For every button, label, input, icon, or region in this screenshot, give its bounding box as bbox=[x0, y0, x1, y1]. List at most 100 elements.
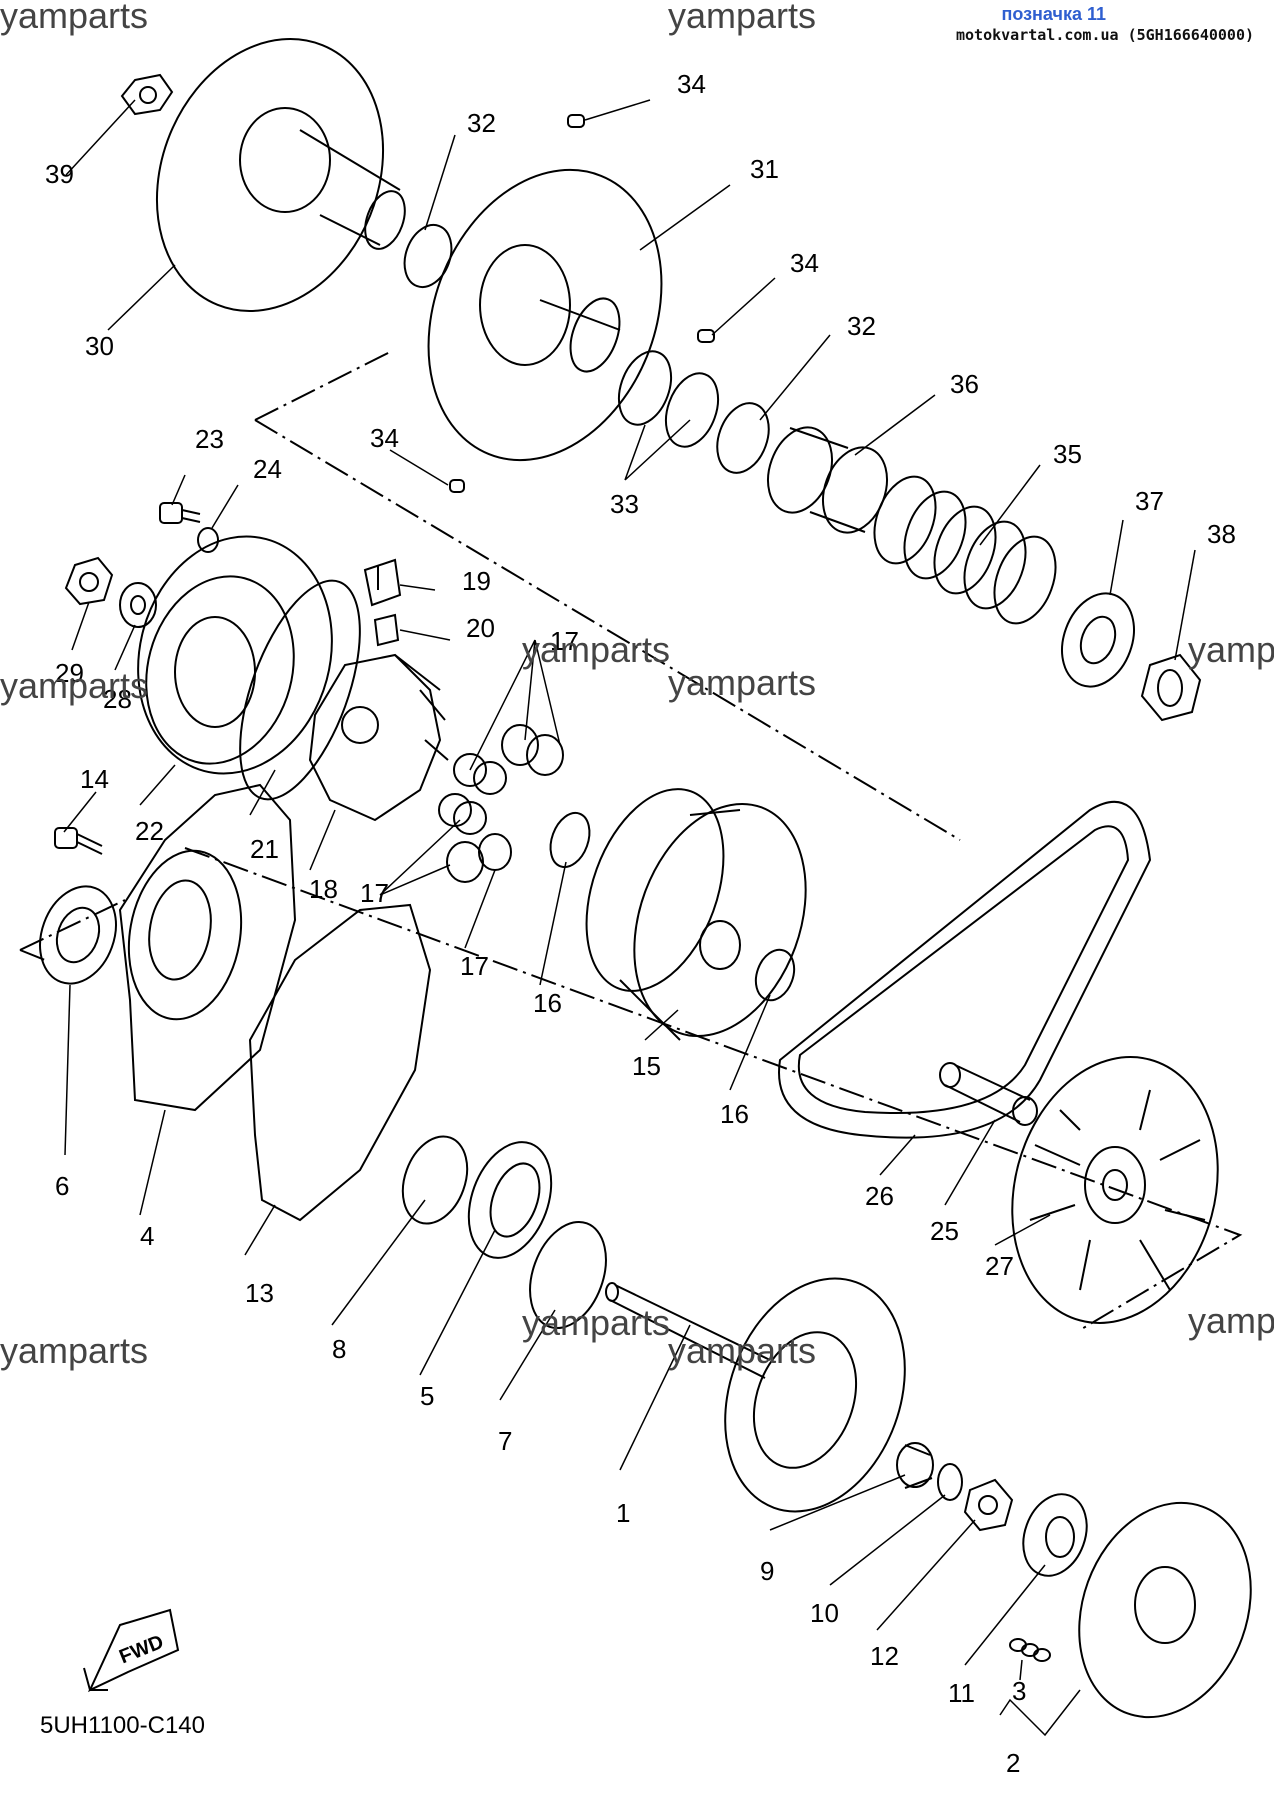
collar-32b bbox=[716, 402, 770, 474]
callout-34: 34 bbox=[370, 423, 399, 453]
callout-9: 9 bbox=[760, 1556, 774, 1586]
watermark: yamparts bbox=[522, 629, 670, 670]
pin-34a bbox=[567, 114, 585, 128]
watermark: yamparts bbox=[0, 665, 148, 706]
callout-34: 34 bbox=[677, 69, 706, 99]
callout-15: 15 bbox=[632, 1051, 661, 1081]
callout-32: 32 bbox=[467, 108, 496, 138]
bolt-14 bbox=[54, 827, 103, 855]
callout-27: 27 bbox=[985, 1251, 1014, 1281]
callout-18: 18 bbox=[309, 874, 338, 904]
nut-29 bbox=[64, 556, 114, 606]
collar-16a bbox=[549, 811, 591, 869]
callout-36: 36 bbox=[950, 369, 979, 399]
needle-bearing-9 bbox=[896, 1442, 934, 1489]
case-cover-4 bbox=[118, 783, 297, 1112]
sliding-sheave-31 bbox=[427, 168, 663, 462]
callout-6: 6 bbox=[55, 1171, 69, 1201]
spring-35 bbox=[873, 475, 1057, 625]
callout-12: 12 bbox=[870, 1641, 899, 1671]
callout-10: 10 bbox=[810, 1598, 839, 1628]
nut-39 bbox=[120, 73, 174, 116]
watermark: yamparts bbox=[668, 0, 816, 36]
callout-3: 3 bbox=[1012, 1676, 1026, 1706]
group-border-top bbox=[254, 351, 961, 841]
header-source: motokvartal.com.ua (5GH166640000) bbox=[955, 26, 1254, 44]
one-way-clutch-11 bbox=[1022, 1493, 1088, 1577]
callout-14: 14 bbox=[80, 764, 109, 794]
callout-17: 17 bbox=[360, 878, 389, 908]
callout-37: 37 bbox=[1135, 486, 1164, 516]
callout-5: 5 bbox=[420, 1381, 434, 1411]
clutch-carrier bbox=[724, 1277, 906, 1513]
callout-28: 28 bbox=[103, 684, 132, 714]
washer-24 bbox=[197, 527, 219, 553]
callout-39: 39 bbox=[45, 159, 74, 189]
callout-11: 11 bbox=[948, 1678, 975, 1708]
callout-34: 34 bbox=[790, 248, 819, 278]
callout-8: 8 bbox=[332, 1334, 346, 1364]
cam-18 bbox=[308, 653, 449, 822]
watermark: yamp bbox=[1188, 629, 1274, 670]
fixed-sheave-30 bbox=[155, 38, 406, 312]
circlip-8 bbox=[401, 1135, 469, 1225]
callout-35: 35 bbox=[1053, 439, 1082, 469]
clutch-housing-15 bbox=[585, 788, 807, 1041]
slider-19 bbox=[363, 558, 402, 607]
callout-17: 17 bbox=[550, 626, 579, 656]
washer-37 bbox=[1061, 592, 1135, 688]
callout-1: 1 bbox=[616, 1498, 630, 1528]
callout-16: 16 bbox=[533, 988, 562, 1018]
callout-7: 7 bbox=[498, 1426, 512, 1456]
callout-2: 2 bbox=[1006, 1748, 1020, 1778]
circlip-7 bbox=[529, 1220, 607, 1330]
spring-3 bbox=[1009, 1638, 1051, 1662]
callout-29: 29 bbox=[55, 658, 84, 688]
o-ring-21 bbox=[239, 579, 361, 801]
pin-34c bbox=[449, 479, 465, 493]
header-label: позначка 11 bbox=[1001, 4, 1106, 24]
diagram-code: 5UH1100-C140 bbox=[40, 1712, 205, 1739]
callout-13: 13 bbox=[245, 1278, 274, 1308]
weight-17b bbox=[501, 724, 564, 776]
slider-20 bbox=[373, 613, 400, 647]
callout-33: 33 bbox=[610, 489, 639, 519]
callout-layer: 3930323431343236343335373823241920292817… bbox=[45, 69, 1236, 1778]
callout-32: 32 bbox=[847, 311, 876, 341]
callout-31: 31 bbox=[750, 154, 779, 184]
callout-21: 21 bbox=[250, 834, 279, 864]
watermark: yamparts bbox=[0, 0, 148, 36]
bearing-5 bbox=[467, 1141, 553, 1259]
fan-sheave-27 bbox=[1011, 1056, 1219, 1324]
gasket-13 bbox=[248, 903, 432, 1222]
nut-12 bbox=[963, 1478, 1014, 1532]
cam-cover-22 bbox=[137, 535, 333, 775]
callout-23: 23 bbox=[195, 424, 224, 454]
callout-38: 38 bbox=[1207, 519, 1236, 549]
leader-lines bbox=[63, 99, 1196, 1737]
watermark: yamparts bbox=[0, 1330, 148, 1371]
callout-4: 4 bbox=[140, 1221, 154, 1251]
callout-22: 22 bbox=[135, 816, 164, 846]
clutch-2 bbox=[1078, 1501, 1252, 1719]
washer-28 bbox=[119, 582, 157, 628]
pin-34b bbox=[697, 329, 715, 343]
o-ring-33a bbox=[617, 350, 673, 426]
o-ring-33b bbox=[664, 372, 720, 448]
collar-32a bbox=[403, 224, 453, 288]
fwd-arrow-icon bbox=[83, 1608, 180, 1693]
bolt-23 bbox=[159, 502, 201, 524]
callout-17: 17 bbox=[460, 951, 489, 981]
group-border-bottom bbox=[19, 847, 1243, 1331]
watermark: yamp bbox=[1188, 1300, 1274, 1341]
callout-20: 20 bbox=[466, 613, 495, 643]
nut-38 bbox=[1140, 653, 1202, 722]
watermark: yamparts bbox=[668, 662, 816, 703]
weight-17a bbox=[453, 753, 507, 795]
callout-30: 30 bbox=[85, 331, 114, 361]
callout-16: 16 bbox=[720, 1099, 749, 1129]
watermark: yamparts bbox=[522, 1302, 670, 1343]
callout-24: 24 bbox=[253, 454, 282, 484]
